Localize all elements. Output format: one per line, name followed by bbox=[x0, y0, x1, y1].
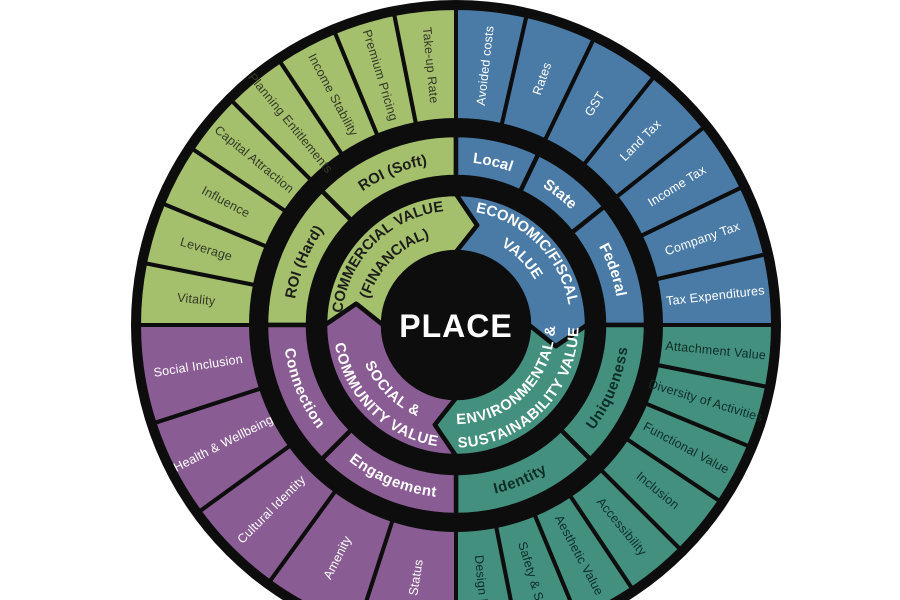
segment-connection bbox=[263, 322, 355, 463]
segment-vitality-label: Vitality bbox=[177, 291, 217, 309]
segment-social-inclusion bbox=[136, 323, 264, 426]
quadrant-social-community-value bbox=[322, 301, 459, 459]
segment-design-eff-label: Design Eff bbox=[472, 554, 492, 600]
center-place-label: PLACE bbox=[399, 308, 512, 344]
segment-e-status-label: e Status bbox=[405, 558, 426, 600]
